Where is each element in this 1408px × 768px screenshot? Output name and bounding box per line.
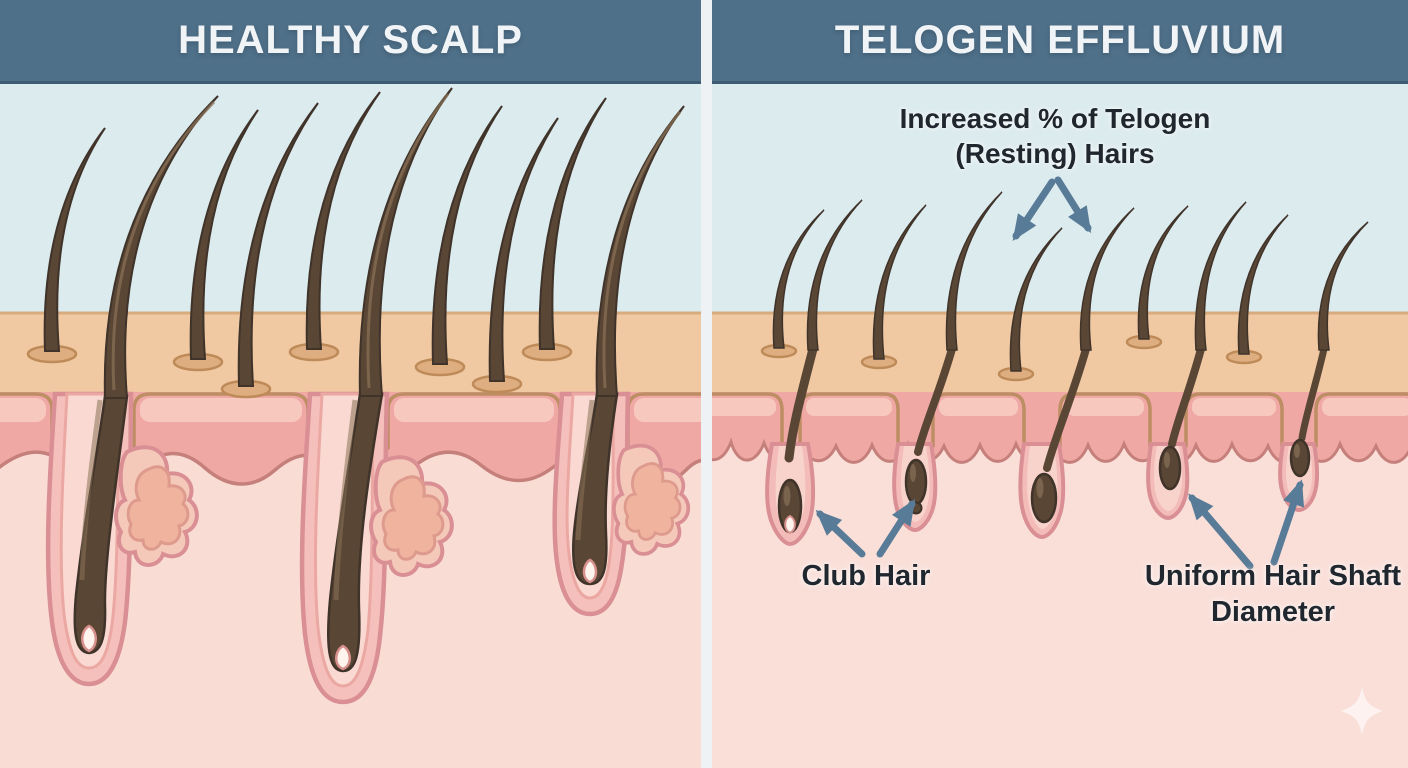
dermal-papilla xyxy=(784,514,796,535)
dermal-papilla xyxy=(81,624,97,653)
dermis-inset-band xyxy=(0,398,701,422)
epidermis-layer xyxy=(712,312,1408,398)
sparkle-icon xyxy=(1341,687,1383,735)
annotation-arrow xyxy=(815,509,866,558)
panel-divider xyxy=(701,0,712,768)
annotation-club-hair: Club Hair xyxy=(801,560,931,592)
dermal-papilla xyxy=(582,558,598,584)
annotation-arrow xyxy=(1270,479,1305,566)
pore-mound xyxy=(26,342,573,399)
hair-follicle xyxy=(45,391,199,687)
hair-highlights xyxy=(111,93,682,391)
panel-title-healthy: HEALTHY SCALP xyxy=(178,18,523,62)
annotation-arrow xyxy=(876,498,916,558)
annotation-uniform-shaft: Uniform Hair Shaft Diameter xyxy=(1144,560,1402,628)
hair-follicle xyxy=(552,391,691,617)
club-hair-follicle xyxy=(1018,345,1090,540)
annotation-arrows xyxy=(815,176,1305,570)
annotation-telogen-hairs: Increased % of Telogen (Resting) Hairs xyxy=(899,103,1211,169)
panel-title-telogen: TELOGEN EFFLUVIUM xyxy=(834,18,1286,62)
annotation-arrow xyxy=(1054,176,1092,234)
annotation-arrow xyxy=(1012,178,1056,241)
hair-shafts-telogen xyxy=(772,191,1369,372)
dermal-papilla xyxy=(335,644,351,671)
dermis-inset-band xyxy=(712,398,1408,416)
club-hair-follicle xyxy=(1146,345,1205,521)
annotation-arrow xyxy=(1188,493,1254,570)
sky-layer xyxy=(712,84,1408,314)
healthy-scalp-panel xyxy=(0,84,701,768)
club-hair-follicle xyxy=(765,344,818,547)
telogen-effluvium-panel xyxy=(712,84,1408,768)
panel-header-healthy: HEALTHY SCALP xyxy=(0,0,701,84)
sky-layer xyxy=(0,84,701,314)
panel-header-telogen: TELOGEN EFFLUVIUM xyxy=(712,0,1408,84)
hair-follicle xyxy=(299,391,454,705)
